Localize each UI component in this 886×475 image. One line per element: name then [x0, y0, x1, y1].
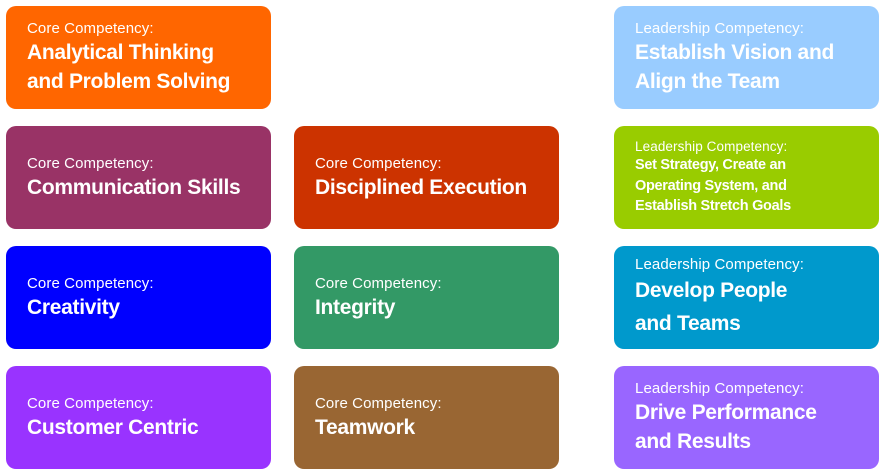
tile-customer-centric: Core Competency: Customer Centric	[6, 366, 271, 469]
tile-develop-people: Leadership Competency: Develop People an…	[614, 246, 879, 349]
tile-title: Drive Performance and Results	[635, 398, 861, 456]
tile-title-line: Set Strategy, Create an	[635, 157, 786, 174]
tile-kicker: Leadership Competency:	[635, 20, 804, 37]
tile-title-line: Develop People	[635, 279, 788, 302]
tile-title-line: and Teams	[635, 312, 741, 335]
tile-title: Communication Skills	[27, 175, 241, 199]
tile-kicker: Core Competency:	[315, 394, 442, 412]
tile-kicker: Core Competency:	[315, 274, 442, 292]
tile-creativity: Core Competency: Creativity	[6, 246, 271, 349]
tile-title: Develop People and Teams	[635, 274, 861, 340]
tile-kicker: Core Competency:	[27, 154, 154, 172]
tile-title-line: Drive Performance	[635, 401, 817, 424]
tile-title-line: Establish Stretch Goals	[635, 198, 791, 215]
tile-title-line: and Results	[635, 430, 751, 453]
tile-establish-vision: Leadership Competency: Establish Vision …	[614, 6, 879, 109]
tile-title: Set Strategy, Create an Operating System…	[635, 155, 861, 217]
tile-title-line: Operating System, and	[635, 177, 787, 194]
tile-title-line: Establish Vision and	[635, 41, 834, 64]
tile-kicker: Core Competency:	[27, 274, 154, 292]
tile-title: Creativity	[27, 295, 120, 319]
tile-communication-skills: Core Competency: Communication Skills	[6, 126, 271, 229]
tile-title-line: Align the Team	[635, 70, 780, 93]
tile-title: Disciplined Execution	[315, 175, 527, 199]
tile-title-line: Analytical Thinking	[27, 41, 214, 64]
tile-title: Teamwork	[315, 415, 415, 439]
tile-kicker: Leadership Competency:	[635, 380, 804, 397]
tile-integrity: Core Competency: Integrity	[294, 246, 559, 349]
tile-teamwork: Core Competency: Teamwork	[294, 366, 559, 469]
tile-kicker: Core Competency:	[27, 394, 154, 412]
tile-disciplined-execution: Core Competency: Disciplined Execution	[294, 126, 559, 229]
tile-title: Establish Vision and Align the Team	[635, 38, 861, 96]
tile-title-line: and Problem Solving	[27, 70, 231, 93]
tile-set-strategy: Leadership Competency: Set Strategy, Cre…	[614, 126, 879, 229]
tile-drive-performance: Leadership Competency: Drive Performance…	[614, 366, 879, 469]
tile-kicker: Leadership Competency:	[635, 256, 804, 273]
tile-kicker: Core Competency:	[315, 154, 442, 172]
tile-kicker: Leadership Competency:	[635, 139, 788, 155]
tile-title: Integrity	[315, 295, 396, 319]
tile-title: Customer Centric	[27, 415, 199, 439]
tile-analytical-thinking: Core Competency: Analytical Thinking and…	[6, 6, 271, 109]
tile-kicker: Core Competency:	[27, 20, 154, 37]
tile-title: Analytical Thinking and Problem Solving	[27, 38, 253, 96]
